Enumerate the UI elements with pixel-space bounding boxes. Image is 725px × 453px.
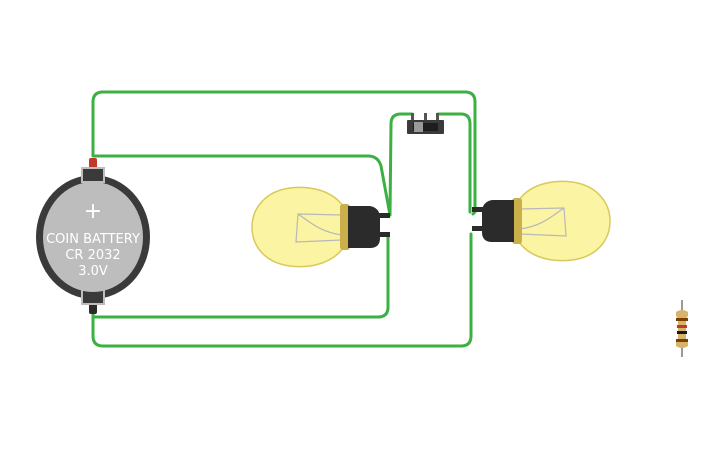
wires: [91, 90, 477, 348]
battery-label-line3: 3.0V: [78, 264, 108, 279]
resistor-body: [676, 310, 688, 348]
light-bulb-icon: [251, 186, 390, 268]
bulb-base: [482, 200, 514, 242]
switch-slot: [413, 123, 438, 131]
switch-pin-mid: [424, 113, 427, 121]
wire-switch-to-right-bulb[interactable]: [436, 112, 472, 214]
switch-knob[interactable]: [414, 122, 423, 132]
switch-pin-left[interactable]: [411, 113, 414, 121]
resistor-icon[interactable]: [676, 300, 688, 357]
battery-plus-symbol: +: [84, 199, 102, 224]
wire-bottom-loop[interactable]: [91, 232, 473, 348]
resistor-band-3: [677, 331, 687, 334]
wire-battery-to-left-bulb-bottom[interactable]: [91, 234, 390, 319]
battery-top-tab: [81, 167, 105, 183]
bulb-filament: [519, 207, 567, 237]
switch-pin-right[interactable]: [436, 113, 439, 121]
bulb-filament: [295, 213, 343, 243]
resistor-band-1: [676, 318, 688, 321]
bulb-terminal-top[interactable]: [472, 207, 484, 212]
battery-face: [43, 182, 143, 292]
wire-top-loop[interactable]: [91, 90, 477, 216]
bulb-terminal-top[interactable]: [378, 213, 390, 218]
resistor-band-4: [676, 339, 688, 342]
light-bulb-right[interactable]: [472, 180, 611, 262]
light-bulb-icon: [472, 180, 611, 262]
battery-label-line1: COIN BATTERY: [46, 232, 140, 247]
bulb-terminal-bottom[interactable]: [378, 232, 390, 237]
bulb-base: [348, 206, 380, 248]
bulb-terminal-bottom[interactable]: [472, 226, 484, 231]
battery-bottom-tab: [81, 289, 105, 305]
wire-battery-to-left-bulb-top[interactable]: [91, 154, 392, 217]
coin-battery-icon[interactable]: + COIN BATTERY CR 2032 3.0V: [36, 158, 150, 314]
slide-switch-icon[interactable]: [407, 113, 444, 134]
light-bulb-left[interactable]: [251, 186, 390, 268]
battery-label-line2: CR 2032: [65, 248, 120, 263]
bulb-collar: [340, 204, 350, 250]
resistor-band-2: [677, 325, 687, 328]
wire-left-bulb-to-switch[interactable]: [388, 112, 414, 217]
bulb-collar: [512, 198, 522, 244]
